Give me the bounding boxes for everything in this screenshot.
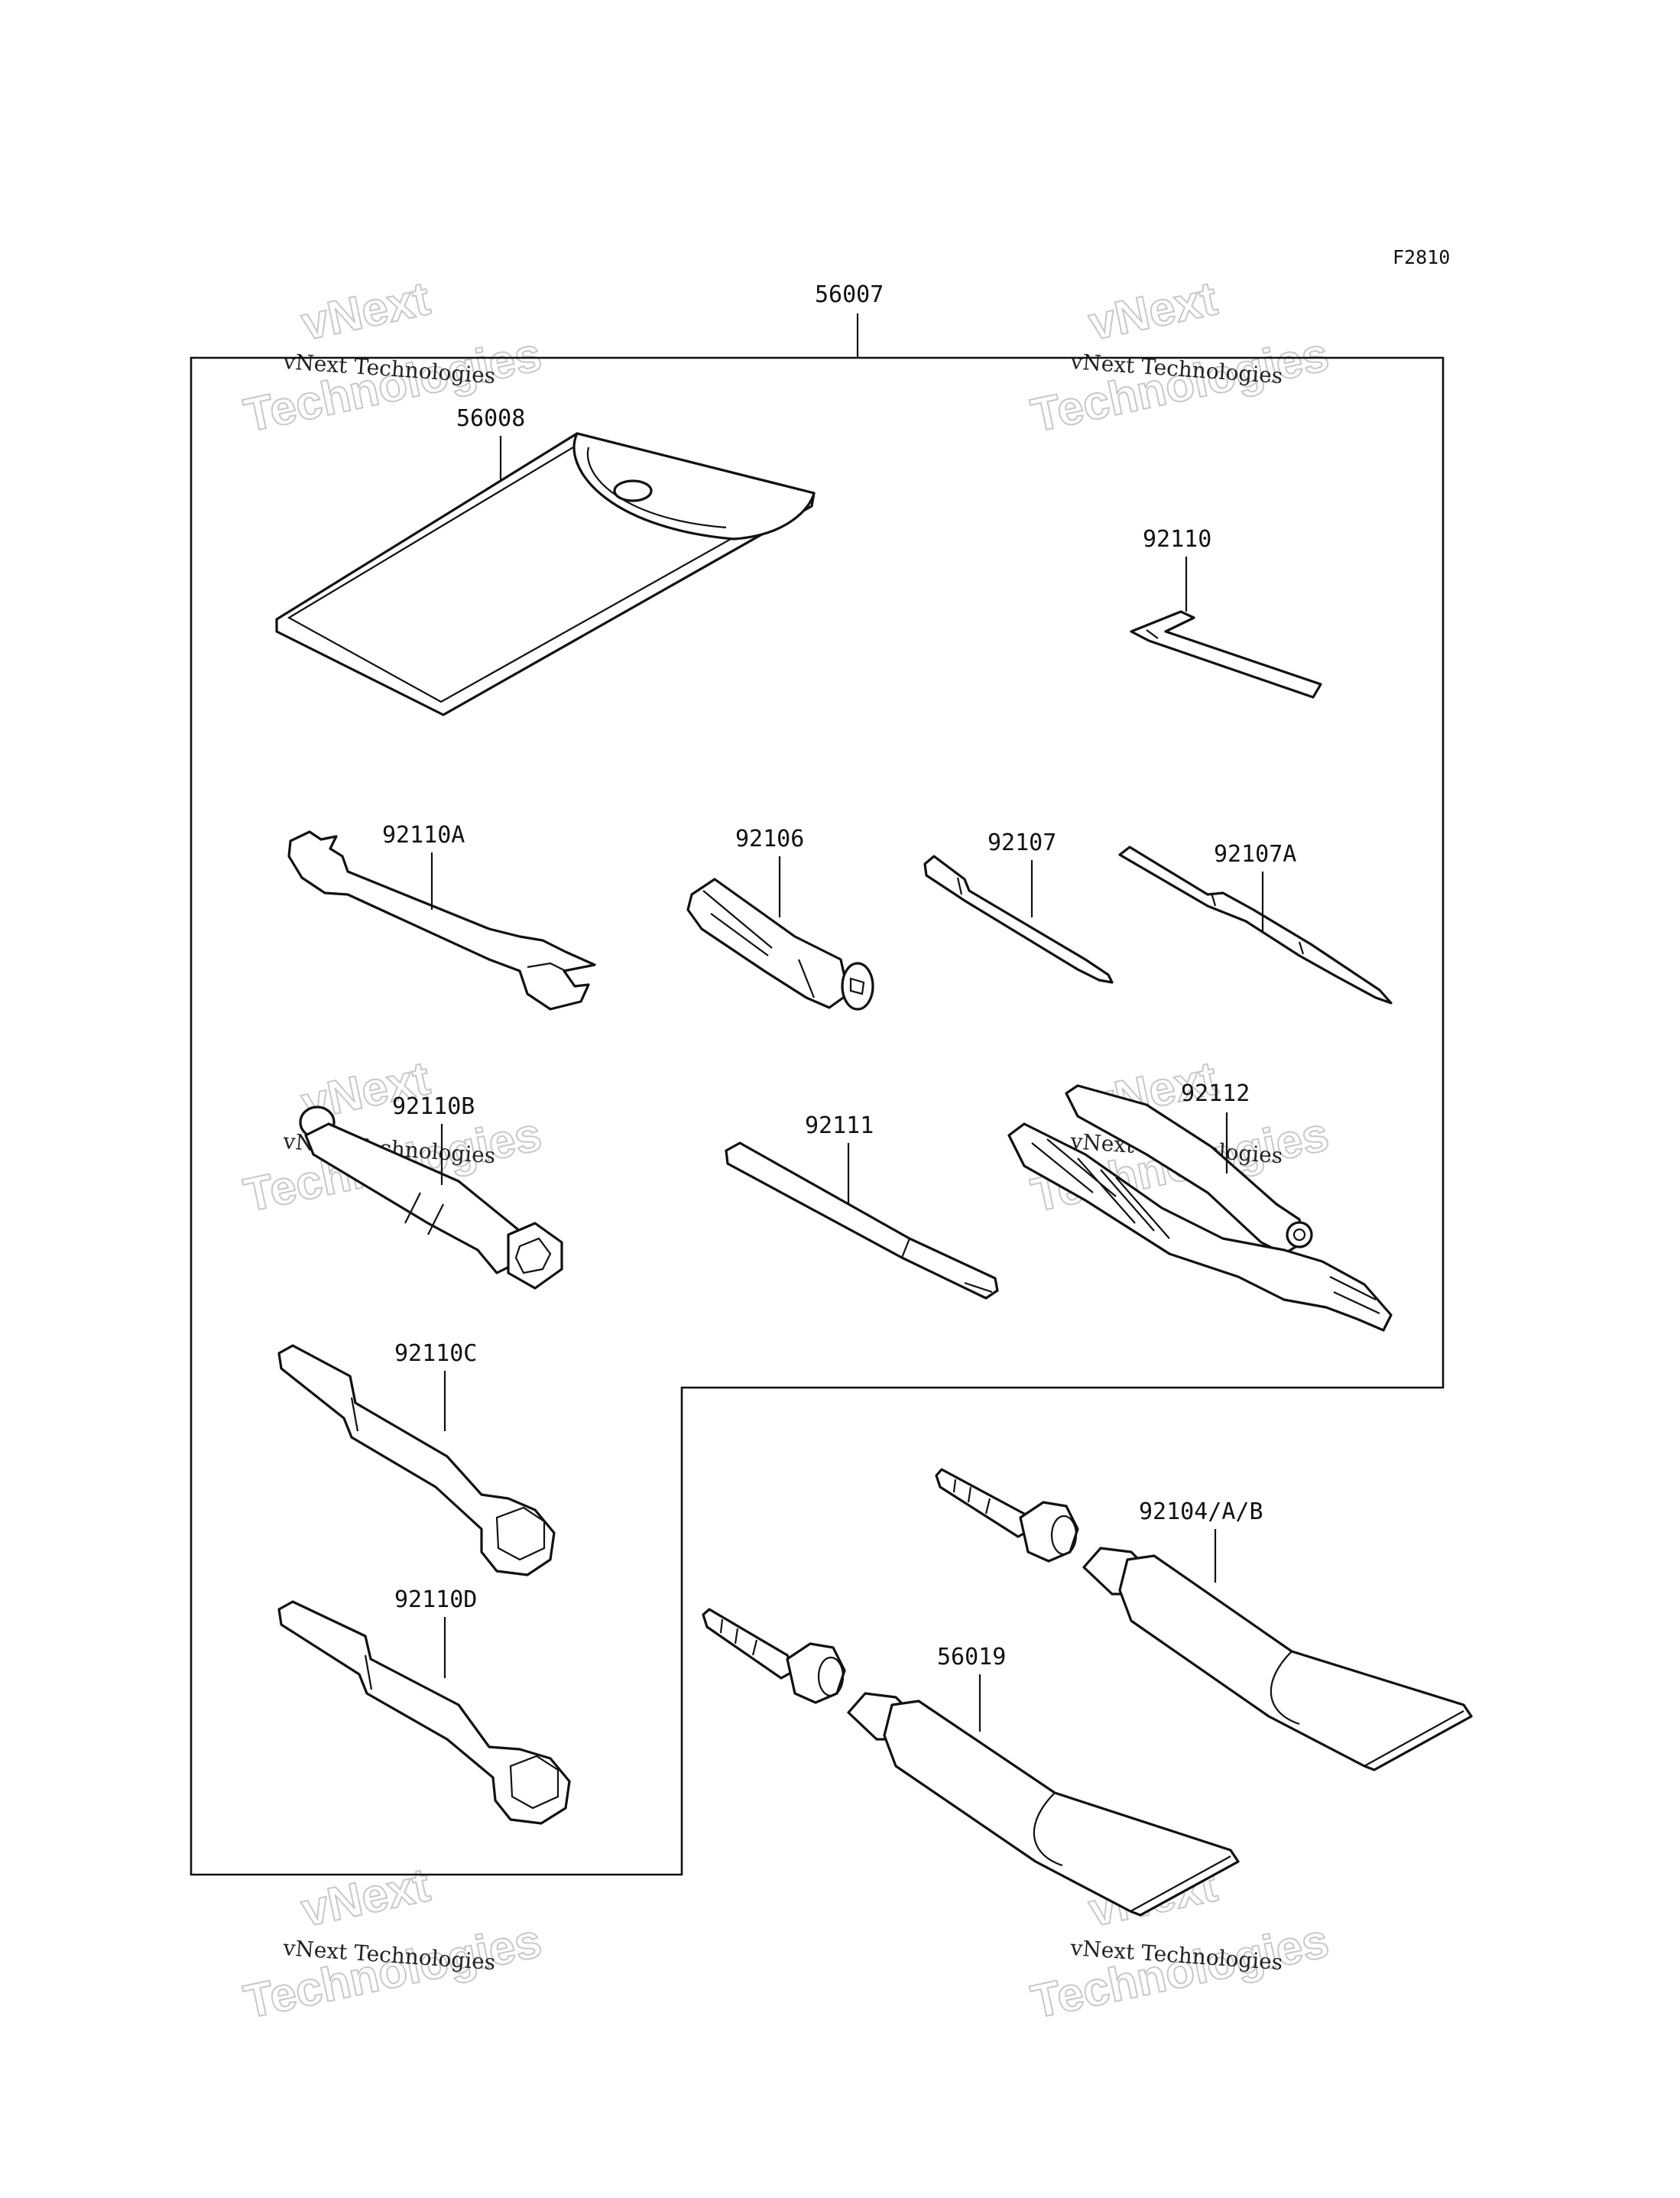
screwdriver-handle-label: 92106	[735, 826, 804, 852]
screwdriver-bit-drawing	[923, 855, 1114, 984]
ring-wrench-d-label: 92110D	[394, 1586, 477, 1613]
kit-number-label: 56007	[815, 281, 884, 308]
svg-text:vNext: vNext	[297, 272, 435, 351]
screwdriver-bit-a-drawing	[1118, 846, 1393, 1005]
hex-key-drawing	[1130, 610, 1322, 699]
ring-wrench-d-drawing	[277, 1600, 571, 1825]
pouch-drawing	[275, 432, 816, 716]
kit-frame	[190, 356, 1445, 1876]
grease-tube-a-label: 92104/A/B	[1139, 1498, 1263, 1525]
spark-plug-wrench-drawing	[299, 1105, 563, 1290]
hex-key-label: 92110	[1143, 526, 1211, 553]
spark-plug-wrench-label: 92110B	[392, 1093, 475, 1120]
screwdriver-handle-drawing	[686, 878, 874, 1011]
pliers-drawing	[1007, 1084, 1393, 1332]
grease-tube-b-drawing	[702, 1608, 1240, 1917]
handle-bar-label: 92111	[805, 1112, 874, 1139]
svg-text:vNext: vNext	[297, 1859, 435, 1937]
ring-wrench-c-drawing	[277, 1344, 556, 1576]
ring-wrench-c-label: 92110C	[394, 1340, 477, 1367]
pouch-label: 56008	[456, 405, 525, 432]
svg-text:vNext: vNext	[1085, 272, 1222, 351]
grease-tube-b-label: 56019	[937, 1644, 1006, 1670]
screwdriver-bit-a-label: 92107A	[1214, 841, 1296, 868]
open-end-wrench-label: 92110A	[382, 822, 465, 849]
figure-code: F2810	[1393, 246, 1450, 268]
svg-text:Technologies: Technologies	[1027, 1914, 1334, 2029]
pliers-label: 92112	[1181, 1080, 1250, 1107]
grease-tube-a-drawing	[935, 1468, 1473, 1771]
screwdriver-bit-label: 92107	[988, 830, 1056, 856]
open-end-wrench-drawing	[287, 830, 596, 1011]
svg-text:Technologies: Technologies	[1027, 328, 1334, 443]
handle-bar-drawing	[725, 1141, 999, 1300]
watermark-bottom-left: vNext Technologies vNext Technologies	[239, 1858, 547, 2030]
svg-text:Technologies: Technologies	[240, 1914, 546, 2029]
